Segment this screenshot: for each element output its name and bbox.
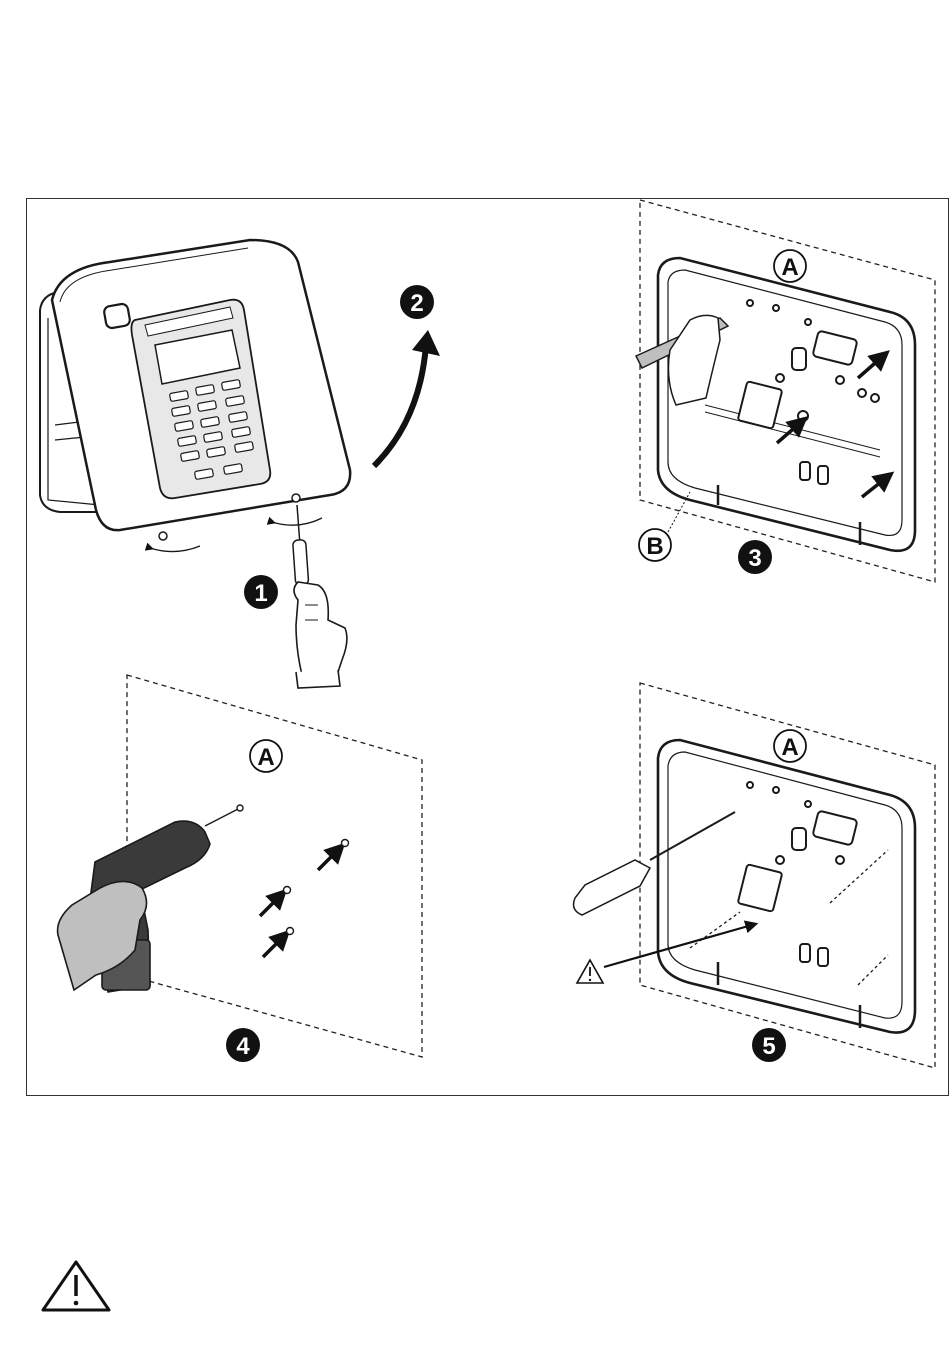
svg-text:2: 2 bbox=[410, 290, 423, 317]
label-a-step4: A bbox=[250, 740, 282, 772]
step-badge-2: 2 bbox=[400, 285, 434, 319]
svg-text:5: 5 bbox=[762, 1033, 775, 1060]
drill-icon bbox=[58, 808, 240, 992]
label-b-step3: B bbox=[639, 492, 690, 561]
warning-triangle-icon bbox=[577, 960, 603, 983]
panel-step1-illustration bbox=[40, 240, 350, 540]
svg-text:3: 3 bbox=[748, 545, 761, 572]
svg-text:A: A bbox=[781, 254, 798, 281]
svg-text:1: 1 bbox=[254, 580, 267, 607]
label-a-step5: A bbox=[774, 730, 806, 762]
step4-hole-markers bbox=[260, 850, 338, 957]
step-badge-1: 1 bbox=[244, 575, 278, 609]
back-unit-step5-illustration bbox=[658, 740, 915, 1033]
warning-triangle-icon bbox=[43, 1262, 109, 1310]
step4-holes bbox=[237, 805, 349, 935]
screwdriver-icon bbox=[293, 505, 309, 585]
svg-text:4: 4 bbox=[236, 1033, 250, 1060]
back-unit-step3-illustration bbox=[658, 258, 915, 551]
step-badge-5: 5 bbox=[752, 1028, 786, 1062]
step-badge-3: 3 bbox=[738, 540, 772, 574]
step-badge-4: 4 bbox=[226, 1028, 260, 1062]
curved-arrow-icon bbox=[374, 330, 440, 466]
svg-text:A: A bbox=[781, 734, 798, 761]
svg-text:A: A bbox=[257, 744, 274, 771]
label-a-step3: A bbox=[774, 250, 806, 282]
svg-text:B: B bbox=[646, 533, 663, 560]
hand-icon bbox=[294, 582, 347, 688]
